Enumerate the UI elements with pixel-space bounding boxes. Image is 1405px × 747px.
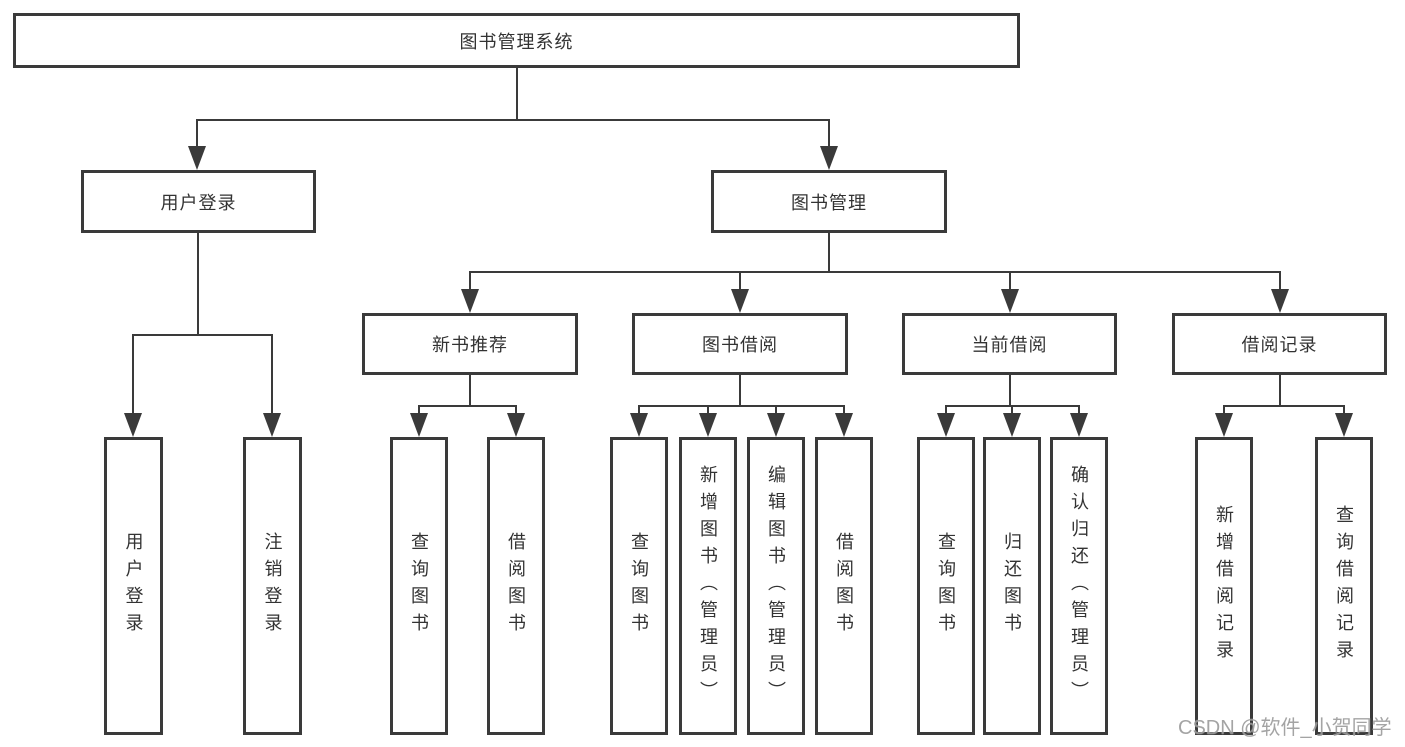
arrowhead-down-icon	[188, 146, 206, 170]
leaf-return-books-label: 归还图书	[1002, 532, 1022, 640]
connector-book-mgmt-drop-4	[1279, 271, 1281, 290]
leaf-borrow-books-recommend-label: 借阅图书	[506, 532, 526, 640]
connector-root-drop-right	[828, 119, 830, 147]
arrowhead-down-icon	[699, 413, 717, 437]
node-book-borrowing: 图书借阅	[632, 313, 848, 375]
arrowhead-down-icon	[820, 146, 838, 170]
arrowhead-down-icon	[1335, 413, 1353, 437]
connector-book-mgmt-stem	[828, 233, 830, 272]
leaf-query-borrow-record-label: 查询借阅记录	[1334, 505, 1354, 667]
node-book-management: 图书管理	[711, 170, 947, 233]
connector-current-drop-2	[1011, 405, 1013, 414]
arrowhead-down-icon	[767, 413, 785, 437]
connector-book-mgmt-drop-2	[739, 271, 741, 290]
connector-user-login-drop-left	[132, 334, 134, 414]
leaf-confirm-return-admin-label: 确认归还（管理员）	[1069, 464, 1089, 708]
arrowhead-down-icon	[731, 289, 749, 313]
node-book-management-label: 图书管理	[791, 192, 867, 213]
leaf-add-borrow-record-label: 新增借阅记录	[1214, 505, 1234, 667]
arrowhead-down-icon	[507, 413, 525, 437]
connector-current-stem	[1009, 375, 1011, 406]
leaf-logout: 注销登录	[243, 437, 302, 735]
leaf-borrow-books-borrowing: 借阅图书	[815, 437, 873, 735]
connector-borrowing-drop-2	[707, 405, 709, 414]
leaf-query-books-borrowing: 查询图书	[610, 437, 668, 735]
node-root-label: 图书管理系统	[459, 31, 574, 52]
leaf-query-books-borrowing-label: 查询图书	[629, 532, 649, 640]
node-current-borrowing: 当前借阅	[902, 313, 1117, 375]
arrowhead-down-icon	[835, 413, 853, 437]
node-current-borrowing-label: 当前借阅	[971, 335, 1048, 355]
connector-records-drop-1	[1223, 405, 1225, 414]
node-root: 图书管理系统	[13, 13, 1020, 68]
leaf-add-book-admin-label: 新增图书（管理员）	[698, 464, 718, 708]
node-new-book-recommendation-label: 新书推荐	[432, 335, 508, 355]
connector-book-mgmt-bar	[470, 271, 1280, 273]
connector-borrowing-drop-1	[638, 405, 640, 414]
leaf-edit-book-admin: 编辑图书（管理员）	[747, 437, 805, 735]
leaf-query-books-current-label: 查询图书	[936, 532, 956, 640]
node-borrowing-records-label: 借阅记录	[1241, 335, 1318, 355]
leaf-add-book-admin: 新增图书（管理员）	[679, 437, 737, 735]
arrowhead-down-icon	[1271, 289, 1289, 313]
arrowhead-down-icon	[630, 413, 648, 437]
connector-recommend-drop-2	[515, 405, 517, 414]
connector-current-bar	[946, 405, 1080, 407]
connector-user-login-stem	[197, 233, 199, 335]
connector-recommend-bar	[419, 405, 517, 407]
node-user-login-label: 用户登录	[160, 192, 237, 213]
leaf-borrow-books-recommend: 借阅图书	[487, 437, 545, 735]
arrowhead-down-icon	[1215, 413, 1233, 437]
node-book-borrowing-label: 图书借阅	[702, 335, 778, 355]
connector-records-bar	[1224, 405, 1345, 407]
connector-records-stem	[1279, 375, 1281, 406]
leaf-logout-label: 注销登录	[262, 532, 283, 640]
connector-book-mgmt-drop-1	[469, 271, 471, 290]
leaf-query-borrow-record: 查询借阅记录	[1315, 437, 1373, 735]
arrowhead-down-icon	[124, 413, 142, 437]
arrowhead-down-icon	[937, 413, 955, 437]
connector-borrowing-stem	[739, 375, 741, 406]
leaf-edit-book-admin-label: 编辑图书（管理员）	[766, 464, 786, 708]
node-new-book-recommendation: 新书推荐	[362, 313, 578, 375]
leaf-query-books-recommend-label: 查询图书	[409, 532, 429, 640]
leaf-user-login-label: 用户登录	[123, 532, 144, 640]
arrowhead-down-icon	[1003, 413, 1021, 437]
connector-current-drop-3	[1078, 405, 1080, 414]
leaf-add-borrow-record: 新增借阅记录	[1195, 437, 1253, 735]
node-user-login: 用户登录	[81, 170, 316, 233]
arrowhead-down-icon	[1001, 289, 1019, 313]
connector-book-mgmt-drop-3	[1009, 271, 1011, 290]
connector-current-drop-1	[945, 405, 947, 414]
connector-user-login-bar	[132, 334, 273, 336]
connector-root-stem	[516, 68, 518, 120]
leaf-return-books: 归还图书	[983, 437, 1041, 735]
connector-borrowing-drop-3	[775, 405, 777, 414]
connector-recommend-stem	[469, 375, 471, 406]
connector-borrowing-bar	[639, 405, 845, 407]
node-borrowing-records: 借阅记录	[1172, 313, 1387, 375]
csdn-watermark: CSDN @软件_小贺同学	[1178, 717, 1392, 739]
arrowhead-down-icon	[263, 413, 281, 437]
arrowhead-down-icon	[1070, 413, 1088, 437]
connector-borrowing-drop-4	[843, 405, 845, 414]
leaf-query-books-current: 查询图书	[917, 437, 975, 735]
connector-records-drop-2	[1343, 405, 1345, 414]
connector-root-drop-left	[196, 119, 198, 147]
leaf-confirm-return-admin: 确认归还（管理员）	[1050, 437, 1108, 735]
arrowhead-down-icon	[410, 413, 428, 437]
leaf-borrow-books-borrowing-label: 借阅图书	[834, 532, 854, 640]
arrowhead-down-icon	[461, 289, 479, 313]
connector-user-login-drop-right	[271, 334, 273, 414]
connector-root-bar	[197, 119, 829, 121]
connector-recommend-drop-1	[418, 405, 420, 414]
leaf-user-login: 用户登录	[104, 437, 163, 735]
leaf-query-books-recommend: 查询图书	[390, 437, 448, 735]
